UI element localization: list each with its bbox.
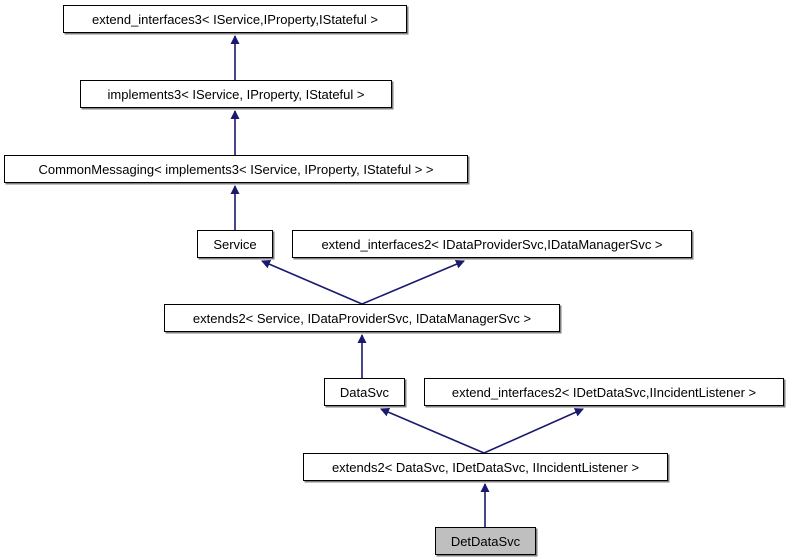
class-node-implements3[interactable]: implements3< IService, IProperty, IState… <box>80 80 392 108</box>
class-node-label: implements3< IService, IProperty, IState… <box>107 86 365 102</box>
class-node-extends2_service[interactable]: extends2< Service, IDataProviderSvc, IDa… <box>164 304 560 332</box>
inheritance-arrow <box>361 259 465 305</box>
inheritance-arrow <box>261 260 363 305</box>
class-node-label: CommonMessaging< implements3< IService, … <box>38 161 434 177</box>
class-node-label: extends2< Service, IDataProviderSvc, IDa… <box>192 310 532 326</box>
class-node-label: Service <box>213 236 257 252</box>
class-node-label: DataSvc <box>339 384 390 400</box>
class-node-detdatasvc[interactable]: DetDataSvc <box>435 527 536 555</box>
class-node-label: DetDataSvc <box>450 533 521 549</box>
class-node-label: extend_interfaces3< IService,IProperty,I… <box>92 11 378 27</box>
class-node-extends2_datasvc[interactable]: extends2< DataSvc, IDetDataSvc, IInciden… <box>303 453 668 481</box>
class-node-label: extend_interfaces2< IDetDataSvc,IInciden… <box>451 384 757 400</box>
inheritance-arrow <box>483 408 584 454</box>
inheritance-arrow <box>380 408 485 454</box>
class-node-common_messaging[interactable]: CommonMessaging< implements3< IService, … <box>4 155 468 183</box>
class-node-service[interactable]: Service <box>197 230 273 258</box>
class-node-extend_interfaces2_data[interactable]: extend_interfaces2< IDataProviderSvc,IDa… <box>292 230 692 258</box>
class-node-label: extends2< DataSvc, IDetDataSvc, IInciden… <box>331 459 640 475</box>
class-node-extend_interfaces2_det[interactable]: extend_interfaces2< IDetDataSvc,IInciden… <box>424 378 784 406</box>
class-node-datasvc[interactable]: DataSvc <box>324 378 405 406</box>
class-node-extend_interfaces3[interactable]: extend_interfaces3< IService,IProperty,I… <box>63 5 407 33</box>
class-node-label: extend_interfaces2< IDataProviderSvc,IDa… <box>321 236 663 252</box>
